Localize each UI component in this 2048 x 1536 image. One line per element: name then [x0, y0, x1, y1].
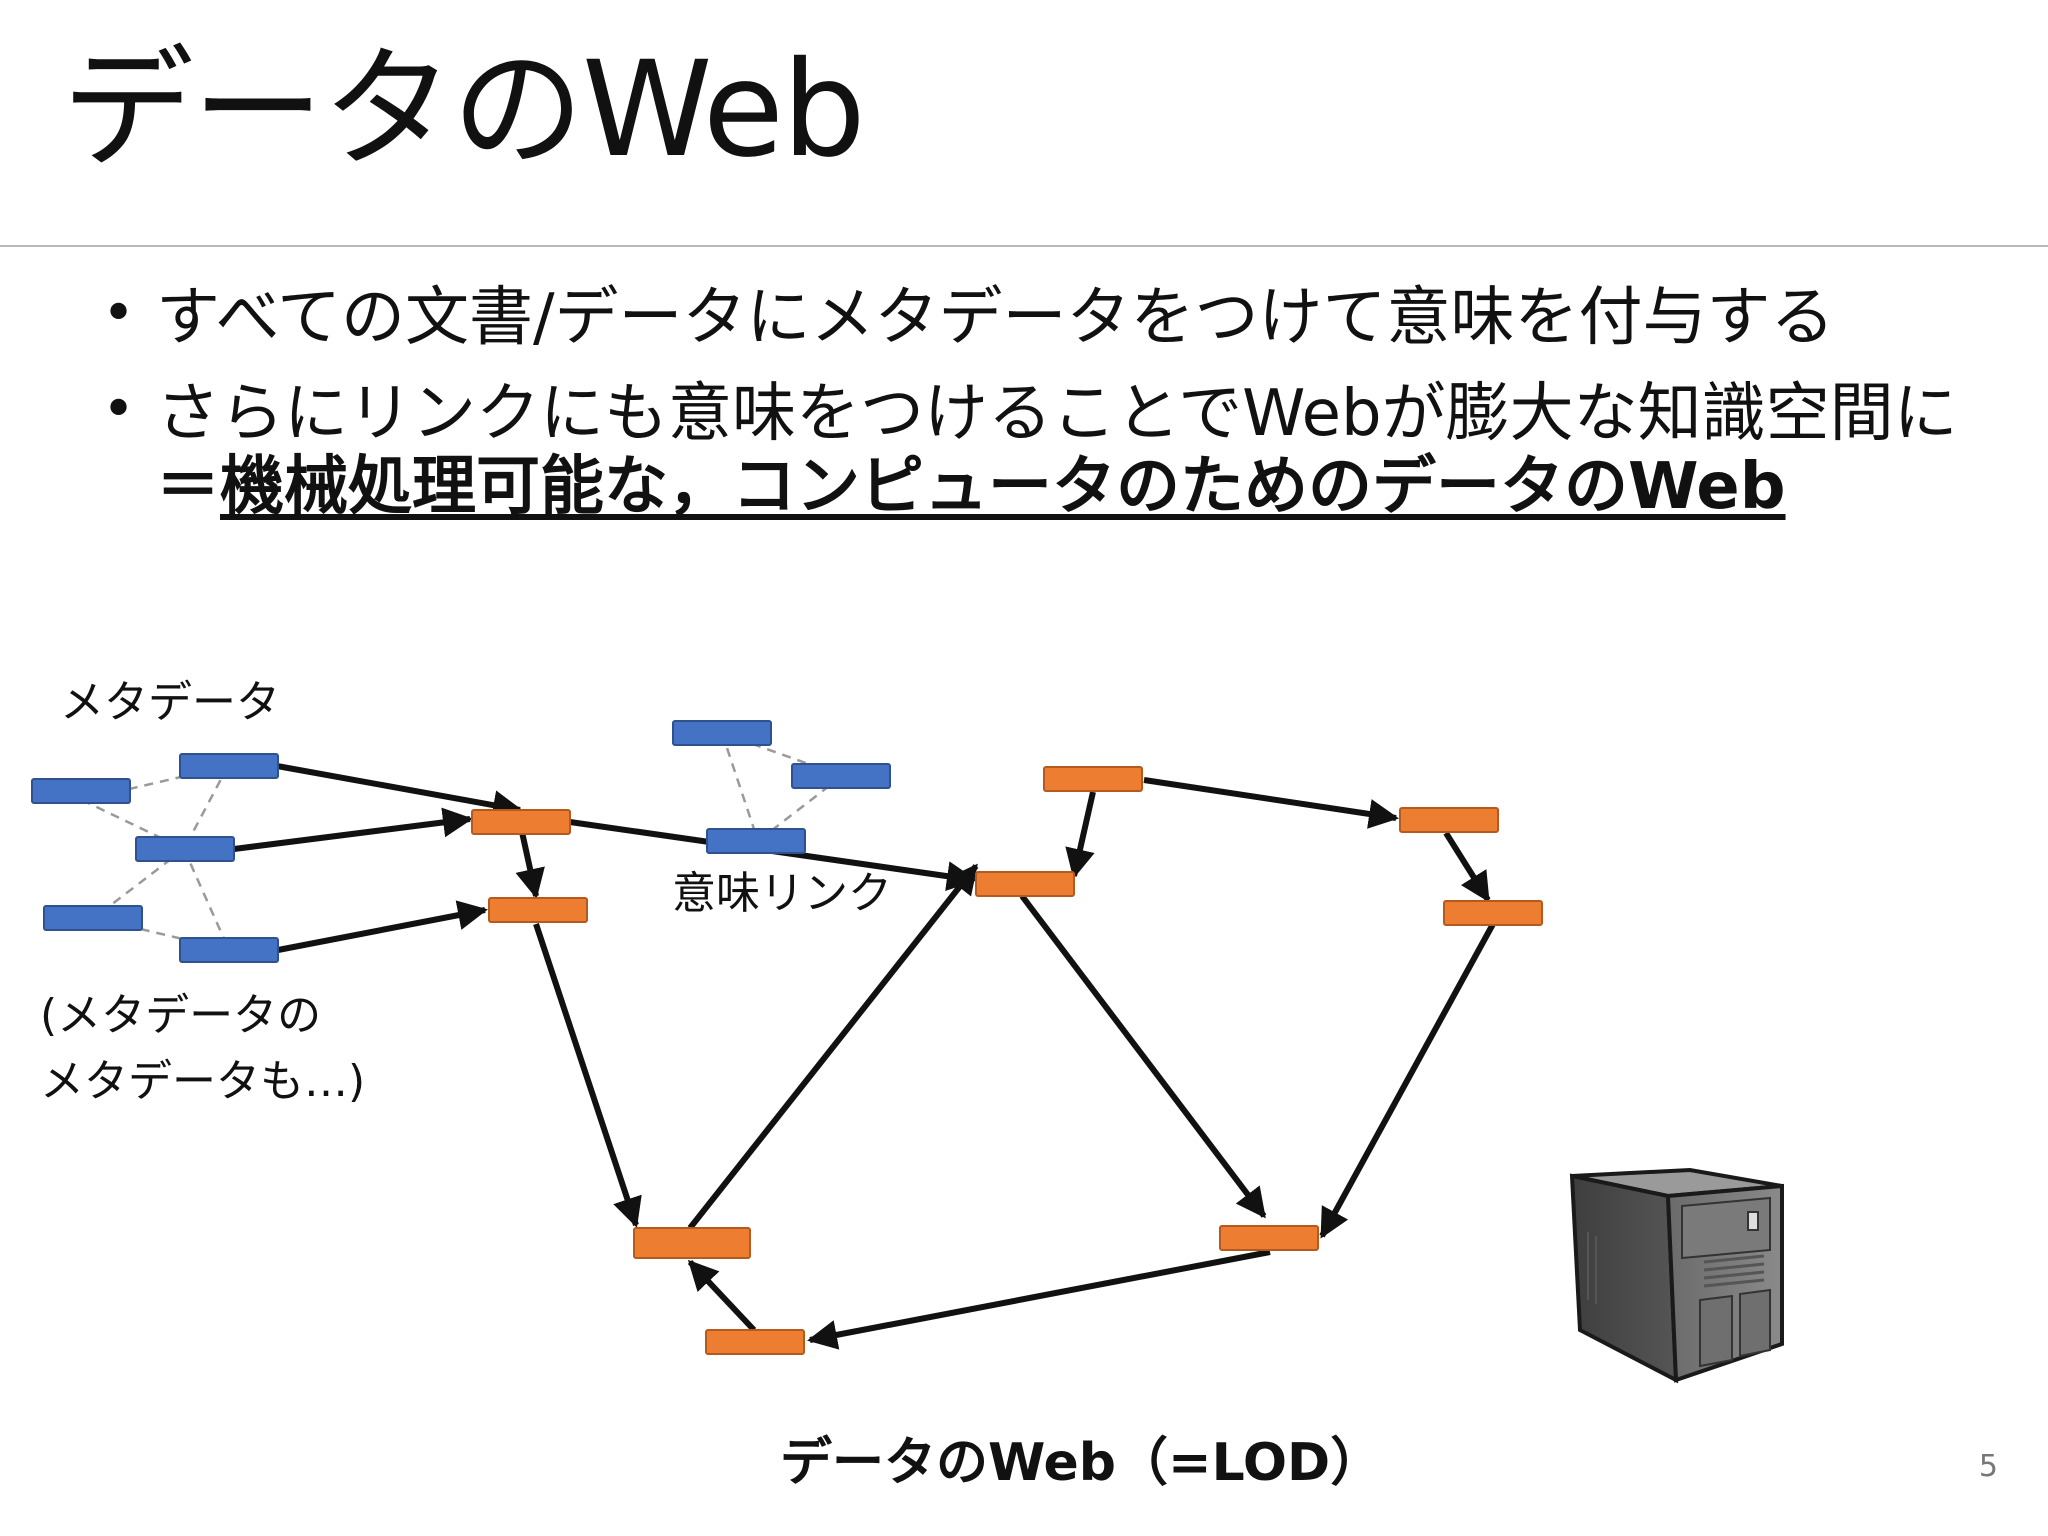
bullet-emphasis: 機械処理可能な，コンピュータのためのデータのWeb: [220, 450, 1786, 525]
server-tower-icon: [1569, 1167, 1784, 1384]
data-node: [1219, 1225, 1319, 1251]
edge: [687, 1259, 757, 1333]
metadata-node: [791, 763, 891, 789]
edge: [687, 863, 979, 1230]
bullet-dot-icon: •: [102, 281, 136, 346]
data-node: [975, 871, 1075, 897]
data-node: [1443, 900, 1543, 926]
bullet-text: さらにリンクにも意味をつけることでWebが膨大な知識空間に: [156, 376, 1958, 451]
metadata-node: [672, 720, 772, 746]
metadata-node: [706, 828, 806, 854]
data-node: [705, 1329, 805, 1355]
page-number: 5: [1978, 1449, 1998, 1484]
data-node: [471, 809, 571, 835]
meta-of-meta-label-line1: (メタデータの: [40, 990, 321, 1041]
edge: [1019, 894, 1267, 1219]
metadata-node: [43, 905, 143, 931]
edge: [807, 1249, 1271, 1350]
data-node: [1043, 766, 1143, 792]
bullet-dot-icon: •: [102, 376, 136, 442]
edge: [1065, 791, 1096, 879]
metadata-node: [135, 836, 235, 862]
bullet-subline: ＝機械処理可能な，コンピュータのためのデータのWeb: [156, 450, 2000, 525]
edge: [276, 763, 523, 820]
data-node: [488, 897, 588, 923]
bullet-item: • すべての文書/データにメタデータをつけて意味を付与する: [100, 281, 2000, 356]
edge: [233, 807, 473, 852]
meta-of-meta-label-line2: メタデータも…): [40, 1056, 365, 1107]
metadata-nodes: [31, 720, 891, 963]
bullet-sub-prefix: ＝: [156, 450, 220, 525]
semantic-link-label: 意味リンク: [672, 868, 892, 919]
metadata-node: [179, 937, 279, 963]
diagram-caption: データのWeb（=LOD）: [780, 1433, 1382, 1493]
edge: [277, 900, 488, 953]
bullet-item: • さらにリンクにも意味をつけることでWebが膨大な知識空間に ＝機械処理可能な…: [100, 376, 2000, 525]
bullet-text: すべての文書/データにメタデータをつけて意味を付与する: [156, 281, 1835, 355]
metadata-label: メタデータ: [60, 677, 280, 728]
edge: [1443, 831, 1491, 903]
data-nodes: [471, 766, 1543, 1355]
data-node: [1399, 807, 1499, 833]
edge: [1319, 922, 1496, 1239]
edge: [515, 831, 545, 899]
metadata-node: [179, 753, 279, 779]
title-divider: [0, 245, 2048, 247]
data-node: [633, 1227, 751, 1259]
edge: [533, 923, 642, 1228]
bullet-list: • すべての文書/データにメタデータをつけて意味を付与する • さらにリンクにも…: [100, 281, 2000, 525]
semantic-links: [233, 763, 1496, 1350]
slide-title: データのWeb: [62, 33, 866, 187]
edge: [1143, 777, 1399, 829]
metadata-node: [31, 778, 131, 804]
